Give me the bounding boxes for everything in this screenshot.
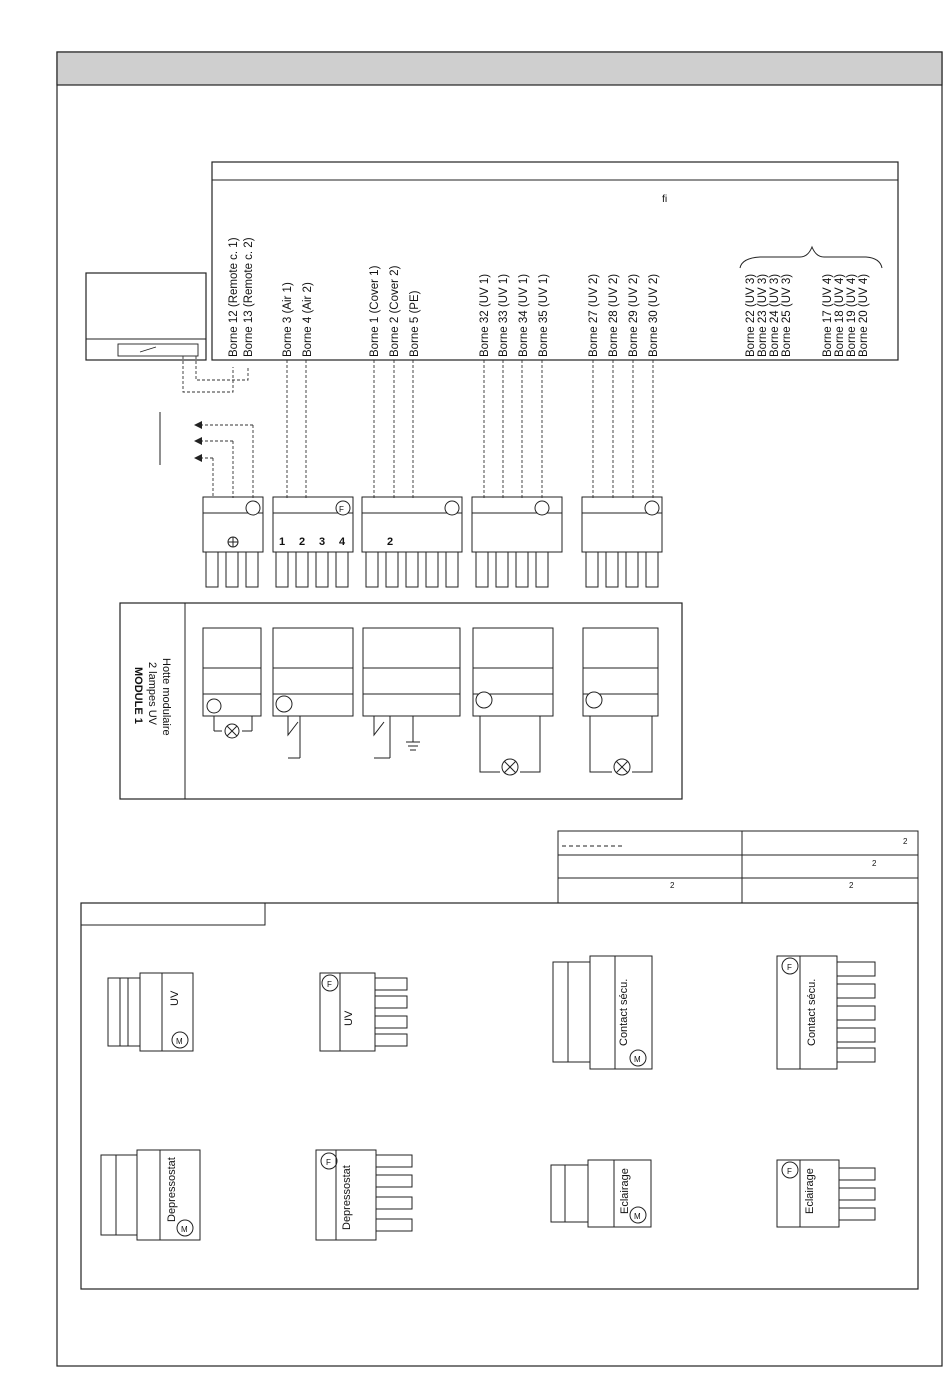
pin-num-1: 1 <box>279 536 285 548</box>
label-borne-18: Borne 18 (UV 4) <box>834 274 846 357</box>
arrow-heads <box>194 421 202 462</box>
label-borne-27: Borne 27 (UV 2) <box>588 274 600 357</box>
pin-num-3: 3 <box>319 536 325 548</box>
label-borne-23: Borne 23 (UV 3) <box>757 274 769 357</box>
depressostat-m-mark: M <box>181 1225 188 1234</box>
pin-num-4: 4 <box>339 536 346 548</box>
label-borne-28: Borne 28 (UV 2) <box>608 274 620 357</box>
eclairage-m-mark: M <box>634 1212 641 1221</box>
label-borne-24: Borne 24 (UV 3) <box>769 274 781 357</box>
label-borne-20: Borne 20 (UV 4) <box>858 274 870 357</box>
borne-labels: Borne 12 (Remote c. 1) Borne 13 (Remote … <box>228 237 870 357</box>
eclairage-f-mark: F <box>787 1167 792 1176</box>
label-borne-4: Borne 4 (Air 2) <box>302 282 314 357</box>
module-line-3: MODULE 1 <box>132 667 144 724</box>
uv-connector-f <box>319 972 408 1052</box>
eclairage-m-label: Eclairage <box>619 1168 631 1214</box>
contact-f-mark: F <box>787 963 792 972</box>
uv-f-mark: F <box>327 980 332 989</box>
label-borne-35: Borne 35 (UV 1) <box>538 274 550 357</box>
label-borne-3: Borne 3 (Air 1) <box>282 282 294 357</box>
contact-m-mark: M <box>634 1055 641 1064</box>
eclairage-f-label: Eclairage <box>804 1168 816 1214</box>
legend-r3c2: 2 <box>849 881 854 890</box>
contact-m-label: Contact sécu. <box>618 979 630 1046</box>
legend-r2c2: 2 <box>872 859 877 868</box>
remote-switch-box <box>117 343 199 357</box>
module-box <box>119 602 683 800</box>
header-bar <box>56 51 943 86</box>
label-borne-12: Borne 12 (Remote c. 1) <box>228 237 240 357</box>
pin-num-2: 2 <box>299 536 305 548</box>
remote-wire-1 <box>182 356 234 393</box>
contact-connector-f <box>776 955 876 1070</box>
label-borne-17: Borne 17 (UV 4) <box>822 274 834 357</box>
remote-switch-contact <box>139 346 157 353</box>
label-borne-29: Borne 29 (UV 2) <box>628 274 640 357</box>
remote-box <box>85 272 207 361</box>
label-borne-5: Borne 5 (PE) <box>409 290 421 357</box>
control-panel <box>211 161 899 361</box>
depressostat-connector-m <box>100 1149 201 1241</box>
uv-connector-m <box>107 972 194 1052</box>
depressostat-connector-f <box>315 1149 413 1241</box>
label-borne-13: Borne 13 (Remote c. 2) <box>243 237 255 357</box>
panel-mark: fi <box>662 193 667 205</box>
dashed-wires <box>200 360 654 498</box>
label-borne-34: Borne 34 (UV 1) <box>518 274 530 357</box>
uv-f-label: UV <box>343 1010 355 1026</box>
contact-f-label: Contact sécu. <box>806 979 818 1046</box>
group-brace <box>739 245 883 269</box>
label-borne-22: Borne 22 (UV 3) <box>745 274 757 357</box>
module-connectors <box>202 627 659 776</box>
eclairage-connector-m <box>550 1159 652 1228</box>
pin-num-2b: 2 <box>387 536 393 548</box>
uv-m-label: UV <box>169 990 181 1006</box>
label-borne-33: Borne 33 (UV 1) <box>498 274 510 357</box>
label-borne-25: Borne 25 (UV 3) <box>781 274 793 357</box>
label-borne-30: Borne 30 (UV 2) <box>648 274 660 357</box>
connector-reference-tab <box>80 902 266 926</box>
eclairage-connector-f <box>776 1159 876 1228</box>
legend-table <box>557 830 919 904</box>
legend-r3c1: 2 <box>670 881 675 890</box>
depressostat-f-label: Depressostat <box>341 1165 353 1230</box>
label-borne-32: Borne 32 (UV 1) <box>479 274 491 357</box>
module-line-1: Hotte modulaire <box>160 658 172 736</box>
module-line-2: 2 lampes UV <box>146 662 158 726</box>
depressostat-f-mark: F <box>326 1158 331 1167</box>
label-borne-1: Borne 1 (Cover 1) <box>369 265 381 357</box>
upper-connectors <box>202 496 663 588</box>
label-borne-19: Borne 19 (UV 4) <box>846 274 858 357</box>
label-borne-2: Borne 2 (Cover 2) <box>389 265 401 357</box>
uv-m-mark: M <box>176 1037 183 1046</box>
connector-reference-box <box>80 902 919 1290</box>
contact-connector-m <box>552 955 653 1070</box>
depressostat-m-label: Depressostat <box>166 1157 178 1222</box>
remote-wire-2 <box>195 356 249 381</box>
legend-r1c2: 2 <box>903 837 908 846</box>
connector-f-mark: F <box>339 505 344 514</box>
